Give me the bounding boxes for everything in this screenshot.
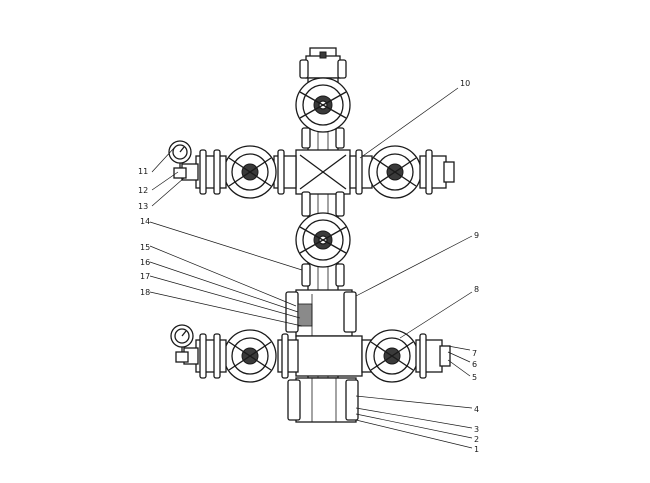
callout-9: 9 xyxy=(474,231,479,240)
leader-lines xyxy=(149,87,473,449)
left-wing-valve-upper xyxy=(181,145,297,199)
pressure-gauge-lower xyxy=(170,324,194,363)
right-wing-valve-upper xyxy=(349,145,455,199)
callout-13: 13 xyxy=(138,202,148,211)
upper-master-valve xyxy=(295,212,351,287)
flow-cross xyxy=(295,149,351,217)
left-casing-valve xyxy=(183,329,277,383)
right-casing-valve xyxy=(361,329,451,383)
callout-12: 12 xyxy=(138,186,148,195)
callout-14: 14 xyxy=(140,217,150,226)
callout-11: 11 xyxy=(138,167,148,176)
bottom-casing-spool xyxy=(287,377,359,423)
tubing-head xyxy=(285,289,357,337)
callout-10: 10 xyxy=(460,79,470,88)
callout-16: 16 xyxy=(140,258,150,267)
callout-7: 7 xyxy=(472,349,477,358)
callout-3: 3 xyxy=(474,425,479,434)
callout-8: 8 xyxy=(474,285,479,294)
callout-15: 15 xyxy=(140,243,150,252)
callout-6: 6 xyxy=(472,360,477,369)
upper-swab-valve xyxy=(295,77,351,149)
callout-18: 18 xyxy=(140,288,150,297)
pressure-gauge-upper xyxy=(168,140,192,179)
callout-1: 1 xyxy=(474,445,479,454)
callout-17: 17 xyxy=(140,272,150,281)
callout-5: 5 xyxy=(472,373,477,382)
tree-cap xyxy=(299,47,347,79)
callout-2: 2 xyxy=(474,435,479,444)
casing-head xyxy=(277,333,363,379)
callout-4: 4 xyxy=(474,405,479,414)
